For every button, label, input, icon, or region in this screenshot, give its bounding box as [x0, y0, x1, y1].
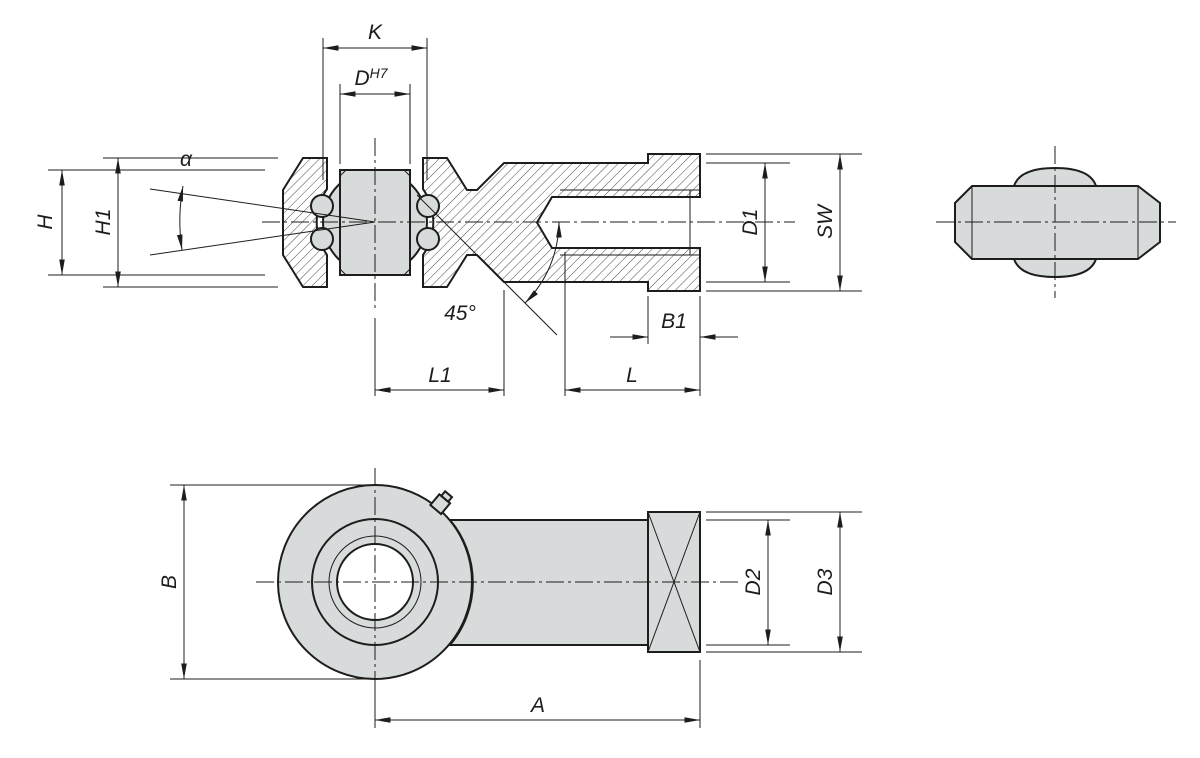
grease-nipple — [428, 489, 454, 516]
dim-label-a: A — [529, 694, 545, 717]
dim-h1: H1 — [92, 157, 278, 288]
centerlines-plan — [256, 468, 742, 702]
dim-b1: B1 — [610, 296, 738, 396]
bearing-ball — [310, 227, 334, 251]
dim-label-l: L — [626, 364, 638, 387]
dim-label-d2: D2 — [742, 568, 765, 595]
dim-label-d3: D3 — [814, 568, 837, 595]
dim-label-l1: L1 — [428, 364, 451, 387]
dim-d2: D2 — [706, 519, 790, 646]
dim-a: A — [374, 660, 701, 728]
dim-alpha: α — [149, 148, 376, 256]
dim-label-sw: SW — [814, 203, 837, 239]
plan-view: B D2 D3 A — [158, 468, 862, 728]
dim-label-d1: D1 — [739, 209, 762, 236]
centerlines-side — [936, 146, 1176, 298]
dim-l1: L1 — [374, 290, 505, 396]
section-view: K DH7 α H — [34, 21, 862, 396]
dimensions-plan: B D2 D3 A — [158, 484, 862, 728]
bore-chamfers — [339, 169, 411, 276]
dim-label-45: 45° — [444, 302, 476, 325]
dim-label-b1: B1 — [661, 310, 687, 333]
dim-d3: D3 — [706, 511, 862, 653]
dim-label-d: DH7 — [354, 65, 388, 90]
dim-label-b: B — [158, 575, 181, 589]
dim-45: 45° — [416, 194, 562, 336]
dim-k: K — [322, 21, 428, 180]
dim-d: DH7 — [339, 65, 411, 164]
dim-sw: SW — [706, 153, 862, 292]
dim-label-alpha: α — [180, 148, 193, 171]
side-view — [936, 146, 1176, 298]
bearing-ball — [310, 194, 334, 218]
dim-label-h: H — [34, 214, 57, 230]
dim-h: H — [34, 169, 265, 276]
dim-l: L — [564, 252, 700, 396]
bearing-ball — [416, 227, 440, 251]
dimensions-section: K DH7 α H — [34, 21, 862, 396]
dim-d1: D1 — [706, 162, 790, 283]
dim-label-k: K — [368, 21, 383, 44]
dim-b: B — [158, 484, 366, 680]
dim-label-h1: H1 — [92, 209, 115, 236]
